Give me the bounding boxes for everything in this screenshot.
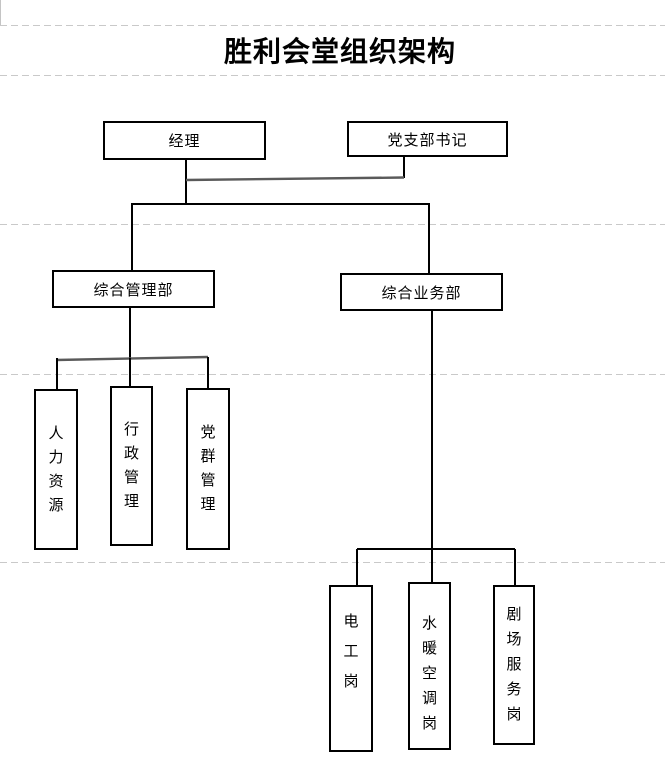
node-general-management-dept-label: 综合管理部 [93, 282, 174, 299]
node-administration-label: 行政管理 [123, 422, 139, 510]
node-party-mass-management-label: 党群管理 [200, 425, 216, 513]
node-plumbing-hvac-post-label: 水暖空调岗 [421, 615, 437, 732]
node-manager-label: 经理 [168, 134, 201, 150]
node-human-resources-label: 人力资源 [48, 425, 64, 514]
node-administration[interactable]: 行政管理 [110, 386, 153, 546]
node-theater-service-post[interactable]: 剧场服务岗 [493, 585, 535, 745]
page-gridline [0, 75, 665, 76]
node-general-management-dept[interactable]: 综合管理部 [52, 270, 215, 308]
page-title: 胜利会堂组织架构 [223, 37, 457, 68]
connector-line-hand-drawn [55, 355, 209, 362]
page-edge-mark [0, 0, 1, 25]
node-party-branch-secretary[interactable]: 党支部书记 [347, 121, 508, 157]
page-gridline [0, 224, 665, 225]
node-electrician-post[interactable]: 电工岗 [329, 585, 373, 752]
node-party-branch-secretary-label: 党支部书记 [387, 132, 468, 149]
page-gridline [0, 25, 665, 26]
node-plumbing-hvac-post[interactable]: 水暖空调岗 [408, 582, 451, 750]
node-electrician-post-label: 电工岗 [343, 613, 359, 690]
node-theater-service-post-label: 剧场服务岗 [506, 606, 522, 723]
connector-line-hand-drawn [185, 176, 405, 182]
node-general-business-dept-label: 综合业务部 [381, 285, 462, 302]
node-party-mass-management[interactable]: 党群管理 [186, 388, 230, 550]
node-manager[interactable]: 经理 [103, 121, 266, 160]
node-human-resources[interactable]: 人力资源 [34, 389, 78, 550]
page-gridline [0, 374, 665, 375]
page-gridline [0, 562, 665, 563]
node-general-business-dept[interactable]: 综合业务部 [340, 273, 503, 311]
